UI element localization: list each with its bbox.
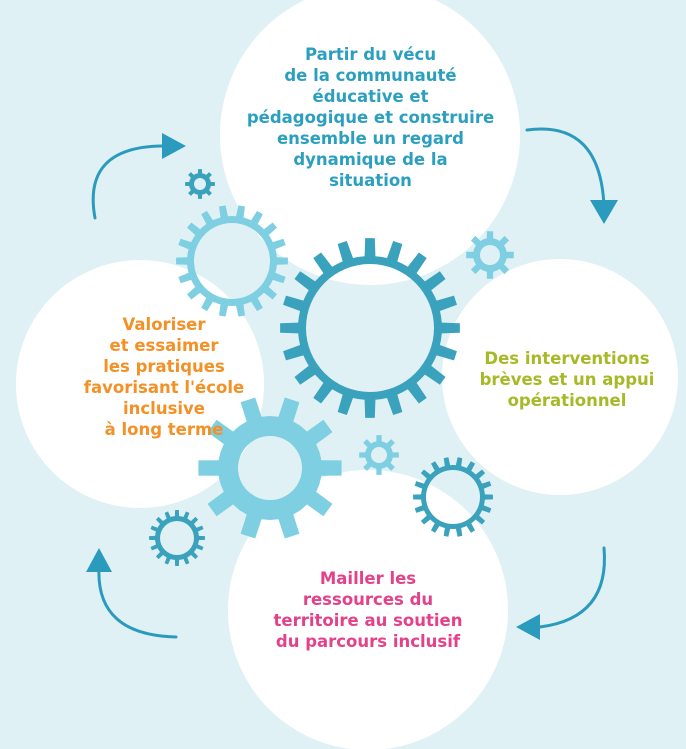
arrow-top-left-icon <box>91 144 164 220</box>
step-circle-bottom <box>228 470 508 749</box>
step-circle-right <box>442 259 678 495</box>
gear-small-top-left-icon <box>185 169 215 199</box>
gear-medium-bottom-right-icon <box>413 457 493 537</box>
arrow-bottom-left-head-icon <box>86 548 112 572</box>
step-circle-top <box>220 0 520 285</box>
step-left-text: Valoriser et essaimer les pratiques favo… <box>83 315 245 439</box>
step-right-text: Des interventions brèves et un appui opé… <box>479 349 655 410</box>
arrow-bottom-right-head-icon <box>516 614 540 640</box>
arrow-top-left-head-icon <box>162 133 186 159</box>
gears-group <box>149 169 514 566</box>
gear-small-center-icon <box>359 435 399 475</box>
arrow-bottom-left-icon <box>97 566 178 639</box>
gear-small-bottom-left-icon <box>149 510 205 566</box>
step-top-text: Partir du vécu de la communauté éducativ… <box>246 45 495 190</box>
gear-small-top-right-icon <box>466 231 514 279</box>
gear-medium-top-left-icon <box>176 205 288 317</box>
arrow-top-right-icon <box>525 127 606 208</box>
arrow-top-right-head-icon <box>590 200 618 224</box>
step-circle-left <box>16 260 264 508</box>
gear-large-bottom-left-icon <box>198 397 342 539</box>
step-bottom-text: Mailler les ressources du territoire au … <box>273 569 463 651</box>
arrow-bottom-right-icon <box>538 546 606 629</box>
